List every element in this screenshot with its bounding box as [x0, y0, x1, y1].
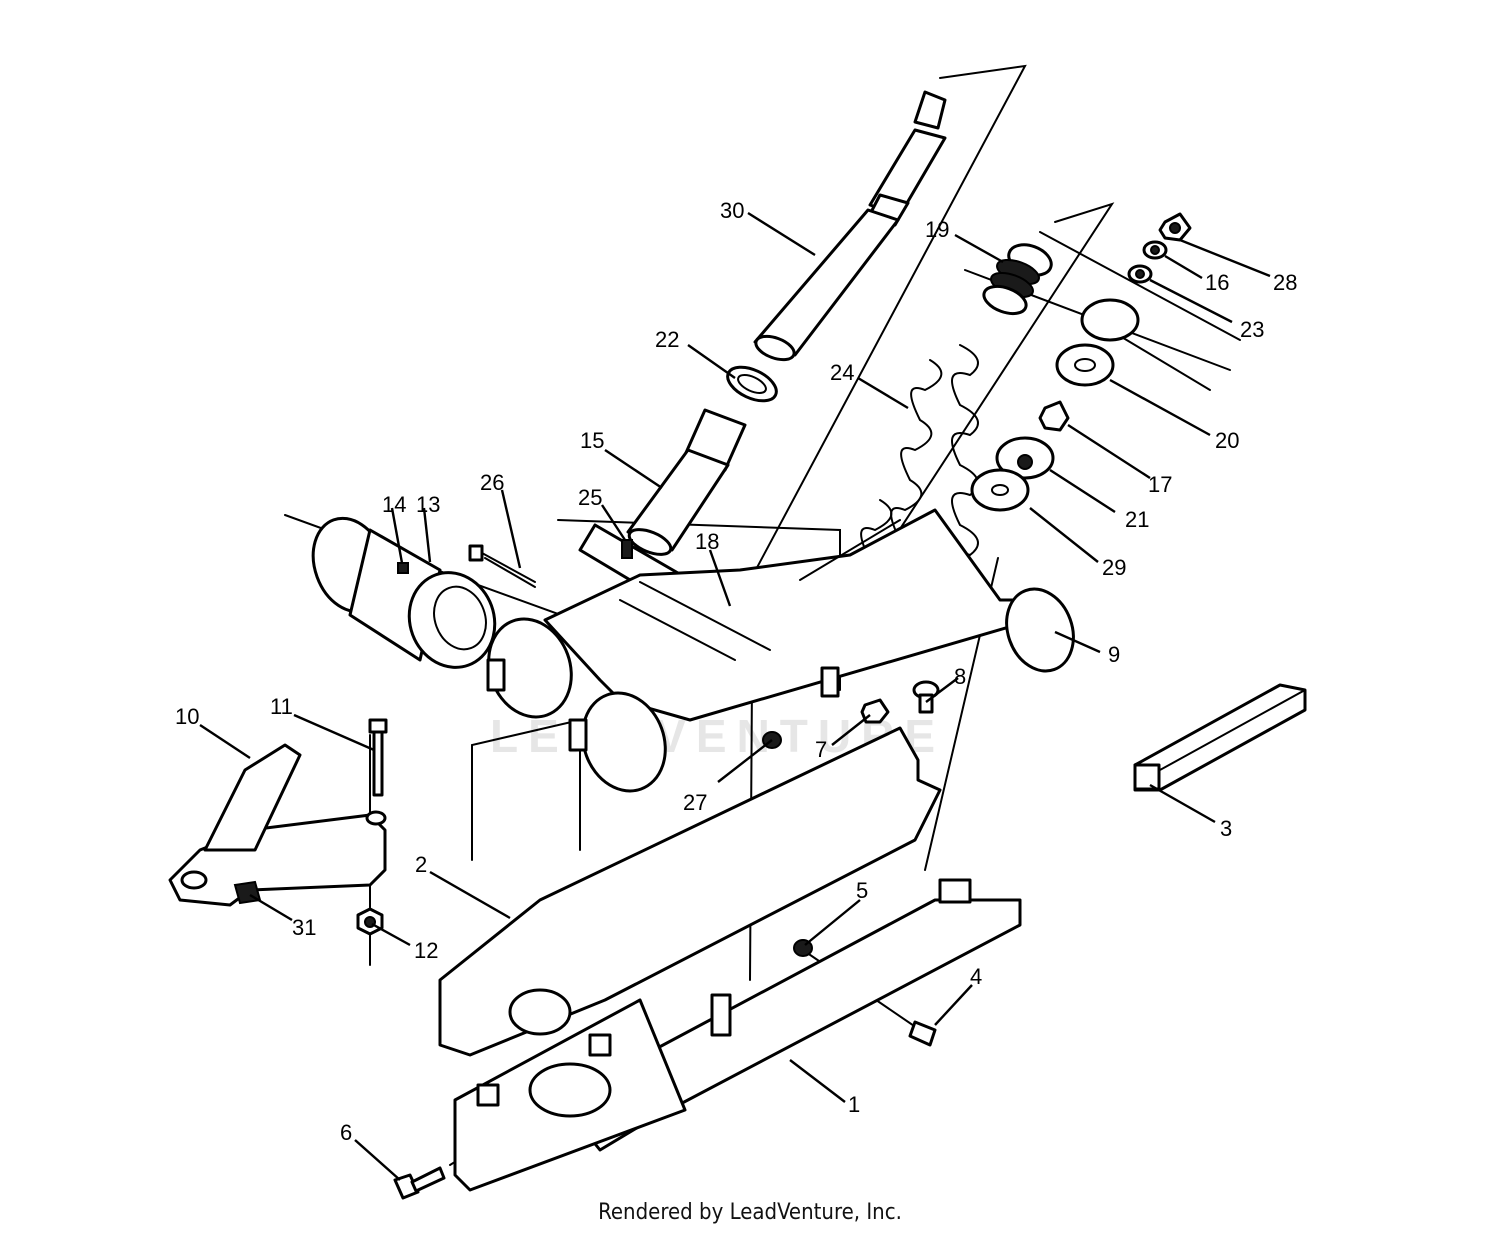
callout-5: 5 — [856, 878, 868, 903]
callout-29: 29 — [1102, 555, 1126, 580]
callout-19: 19 — [925, 217, 949, 242]
callout-6: 6 — [340, 1120, 352, 1145]
part-6-bolt — [393, 1166, 446, 1200]
callout-14: 14 — [382, 492, 406, 517]
callout-4: 4 — [970, 964, 982, 989]
part-21-wheel — [995, 436, 1055, 480]
callout-28: 28 — [1273, 270, 1297, 295]
callout-12: 12 — [414, 938, 438, 963]
part-11-bolt — [368, 718, 388, 797]
callout-7: 7 — [815, 737, 827, 762]
callout-20: 20 — [1215, 428, 1239, 453]
callout-3: 3 — [1220, 816, 1232, 841]
callout-9: 9 — [1108, 642, 1120, 667]
callout-30: 30 — [720, 198, 744, 223]
callout-1: 1 — [848, 1092, 860, 1117]
callouts: 1 2 3 4 5 6 7 8 9 10 11 12 13 14 15 16 1… — [175, 198, 1297, 1145]
part-2-slide-rail — [438, 726, 942, 1057]
part-30-shock-body — [753, 90, 947, 362]
part-4-bolt — [908, 1020, 937, 1047]
callout-27: 27 — [683, 790, 707, 815]
callout-15: 15 — [580, 428, 604, 453]
part-23-washer — [1127, 264, 1153, 284]
leader-lines — [199, 211, 1271, 1181]
part-26-bolt — [468, 544, 536, 588]
part-9-swing-arm — [486, 508, 1075, 793]
part-15-shock-tube — [626, 408, 747, 556]
callout-23: 23 — [1240, 317, 1264, 342]
callout-31: 31 — [292, 915, 316, 940]
part-19-upper-mount — [982, 243, 1053, 316]
callout-13: 13 — [416, 492, 440, 517]
part-1-lower-channel — [453, 878, 1022, 1192]
part-29-wheel — [970, 468, 1030, 512]
part-17-nut — [1038, 400, 1070, 432]
callout-17: 17 — [1148, 472, 1172, 497]
callout-24: 24 — [830, 360, 854, 385]
callout-22: 22 — [655, 327, 679, 352]
part-16-washer — [1142, 240, 1168, 260]
part-3-square-tube — [1133, 683, 1307, 792]
callout-2: 2 — [415, 852, 427, 877]
part-12-nut — [356, 907, 384, 936]
footer-credit: Rendered by LeadVenture, Inc. — [598, 1200, 902, 1225]
callout-11: 11 — [270, 694, 293, 719]
callout-18: 18 — [695, 529, 719, 554]
callout-8: 8 — [954, 664, 966, 689]
callout-26: 26 — [480, 470, 504, 495]
callout-21: 21 — [1125, 507, 1149, 532]
part-10-front-bracket — [168, 743, 387, 907]
part-22-seal — [726, 365, 778, 403]
part-20-idler-wheel — [1055, 298, 1140, 387]
part-13-rear-axle — [311, 516, 497, 669]
callout-25: 25 — [578, 485, 602, 510]
callout-16: 16 — [1205, 270, 1229, 295]
callout-10: 10 — [175, 704, 199, 729]
part-28-nut — [1158, 212, 1192, 242]
